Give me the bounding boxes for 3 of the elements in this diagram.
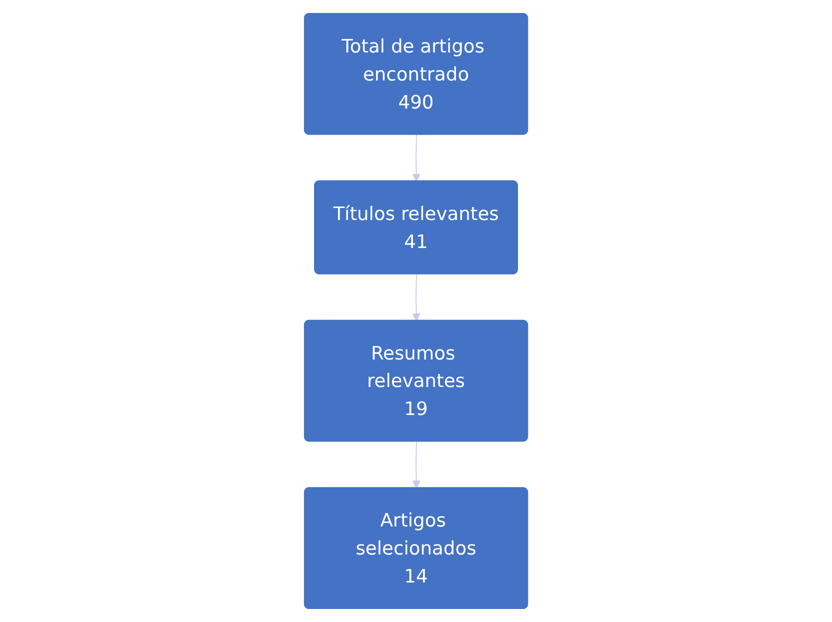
arrow bbox=[412, 441, 420, 488]
arrow bbox=[412, 274, 420, 322]
arrow bbox=[412, 134, 420, 182]
